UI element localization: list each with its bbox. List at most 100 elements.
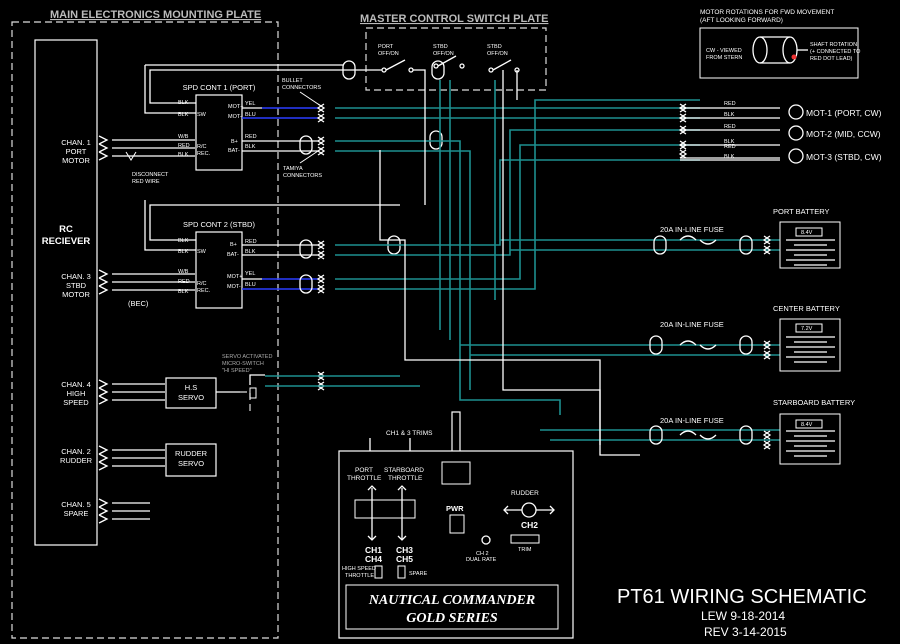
channel-1-label: CHAN. 1 PORT MOTOR <box>61 138 91 165</box>
port-battery: PORT BATTERY 8.4V <box>773 207 841 269</box>
svg-text:RED: RED <box>178 143 190 149</box>
svg-text:RED: RED <box>724 101 736 107</box>
switch-leads <box>145 64 426 80</box>
svg-text:YEL: YEL <box>245 101 255 107</box>
white-harness <box>379 70 640 456</box>
receiver-label-1: RC <box>59 224 73 235</box>
svg-text:STARBOARD: STARBOARD <box>384 467 424 474</box>
svg-text:BLK: BLK <box>245 249 256 255</box>
svg-text:STBD: STBD <box>433 44 448 50</box>
fuse-2: 20A IN-LINE FUSE <box>649 320 772 360</box>
motor-1: MOT-1 (PORT, CW) <box>788 104 882 120</box>
svg-text:CH 2: CH 2 <box>476 551 489 557</box>
motor-1-label: MOT-1 (PORT, CW) <box>806 108 882 118</box>
svg-text:RED: RED <box>724 144 736 150</box>
svg-text:REC.: REC. <box>197 151 211 157</box>
svg-text:YEL: YEL <box>245 271 255 277</box>
shaft-label-2: (+ CONNECTED TO <box>810 49 861 55</box>
svg-text:CHAN. 5: CHAN. 5 <box>61 500 91 509</box>
main-plate-header: MAIN ELECTRONICS MOUNTING PLATE <box>50 9 261 21</box>
motor-3: MOT-3 (STBD, CW) <box>788 148 882 164</box>
bec-label: (BEC) <box>128 299 149 308</box>
bullet-pointer <box>299 91 319 105</box>
spd1-switch-leads <box>144 65 355 114</box>
svg-text:PORT: PORT <box>378 44 394 50</box>
svg-text:HIGH: HIGH <box>67 389 86 398</box>
svg-text:RED: RED <box>245 134 257 140</box>
cyan-harness <box>265 80 780 441</box>
svg-text:CHAN. 1: CHAN. 1 <box>61 138 91 147</box>
connector-chevrons <box>316 103 326 391</box>
svg-text:THROTTLE: THROTTLE <box>345 573 374 579</box>
tamiya-label-2: CONNECTORS <box>283 173 322 179</box>
rc-receiver <box>34 39 98 546</box>
svg-text:BAT-: BAT- <box>227 252 239 258</box>
rotation-note-1: MOTOR ROTATIONS FOR FWD MOVEMENT <box>700 9 834 16</box>
spd2-switch-leads <box>144 200 400 251</box>
shaft-label-3: RED DOT LEAD) <box>810 56 853 62</box>
svg-text:BLK: BLK <box>178 112 189 118</box>
svg-text:SPARE: SPARE <box>409 571 428 577</box>
shaft-label-1: SHAFT ROTATION <box>810 42 857 48</box>
svg-text:BLK: BLK <box>724 112 735 118</box>
motor-2: MOT-2 (MID, CCW) <box>788 125 881 141</box>
svg-text:STBD: STBD <box>487 44 502 50</box>
svg-text:CH3: CH3 <box>396 545 413 555</box>
switch-plate-outline <box>365 27 547 91</box>
svg-text:MOT-: MOT- <box>228 114 242 120</box>
servo-dashed-link <box>240 391 251 415</box>
channel-4-label: CHAN. 4 HIGH SPEED <box>61 380 91 407</box>
disconnect-mark <box>125 151 137 161</box>
svg-text:RED: RED <box>245 239 257 245</box>
svg-text:20A IN-LINE FUSE: 20A IN-LINE FUSE <box>660 320 724 329</box>
svg-text:BLK: BLK <box>724 139 735 145</box>
transmitter: CH1 & 3 TRIMS PORT THROTTLE STARBOARD TH… <box>338 411 574 639</box>
svg-text:HIGH SPEED: HIGH SPEED <box>342 566 376 572</box>
svg-text:BLK: BLK <box>178 152 189 158</box>
svg-text:BLU: BLU <box>245 282 256 288</box>
svg-text:SW: SW <box>197 249 207 255</box>
switch-symbols <box>381 55 520 73</box>
svg-text:SERVO ACTIVATED: SERVO ACTIVATED <box>222 354 272 360</box>
starboard-battery: STARBOARD BATTERY 8.4V <box>773 398 855 465</box>
center-battery: CENTER BATTERY 7.2V <box>773 304 841 372</box>
svg-text:CENTER BATTERY: CENTER BATTERY <box>773 304 840 313</box>
main-plate-outline <box>11 21 279 639</box>
svg-text:OFF/ON: OFF/ON <box>433 51 454 57</box>
svg-text:PWR: PWR <box>446 504 464 513</box>
svg-text:8.4V: 8.4V <box>801 230 813 236</box>
svg-text:CHAN. 4: CHAN. 4 <box>61 380 91 389</box>
svg-text:CH2: CH2 <box>521 520 538 530</box>
svg-text:R/C: R/C <box>197 144 207 150</box>
svg-text:GOLD SERIES: GOLD SERIES <box>406 611 498 626</box>
rudder-servo: RUDDER SERVO <box>165 443 217 477</box>
svg-text:PORT: PORT <box>66 147 87 156</box>
motor-2-label: MOT-2 (MID, CCW) <box>806 129 881 139</box>
svg-text:W/B: W/B <box>178 134 189 140</box>
svg-text:W/B: W/B <box>178 269 189 275</box>
svg-text:BAT-: BAT- <box>228 148 240 154</box>
svg-text:CH1: CH1 <box>365 545 382 555</box>
channel-3-label: CHAN. 3 STBD MOTOR <box>61 272 91 299</box>
svg-text:REC.: REC. <box>197 288 211 294</box>
svg-text:MICRO-SWITCH: MICRO-SWITCH <box>222 361 264 367</box>
svg-text:CH5: CH5 <box>396 554 413 564</box>
channel-2-label: CHAN. 2 RUDDER <box>60 447 93 465</box>
svg-text:BLK: BLK <box>178 238 189 244</box>
svg-text:CH4: CH4 <box>365 554 382 564</box>
spd2-title: SPD CONT 2 (STBD) <box>183 220 255 229</box>
svg-text:BLK: BLK <box>178 249 189 255</box>
svg-text:BLK: BLK <box>178 289 189 295</box>
svg-text:"HI SPEED": "HI SPEED" <box>222 368 252 374</box>
svg-text:R/C: R/C <box>197 281 207 287</box>
rotation-note-2: (AFT LOOKING FORWARD) <box>700 17 783 24</box>
svg-text:20A IN-LINE FUSE: 20A IN-LINE FUSE <box>660 225 724 234</box>
svg-text:20A IN-LINE FUSE: 20A IN-LINE FUSE <box>660 416 724 425</box>
disconnect-label-1: DISCONNECT <box>132 172 169 178</box>
motor-wire-labels: RED BLK RED BLK RED BLK <box>724 101 736 160</box>
svg-text:TRIM: TRIM <box>518 547 532 553</box>
spd1-labels: BLK BLK SW W/B RED BLK R/C REC. MOT+ MOT… <box>178 100 257 158</box>
svg-text:MOTOR: MOTOR <box>62 290 90 299</box>
svg-text:STARBOARD BATTERY: STARBOARD BATTERY <box>773 398 855 407</box>
svg-text:SERVO: SERVO <box>178 459 204 468</box>
